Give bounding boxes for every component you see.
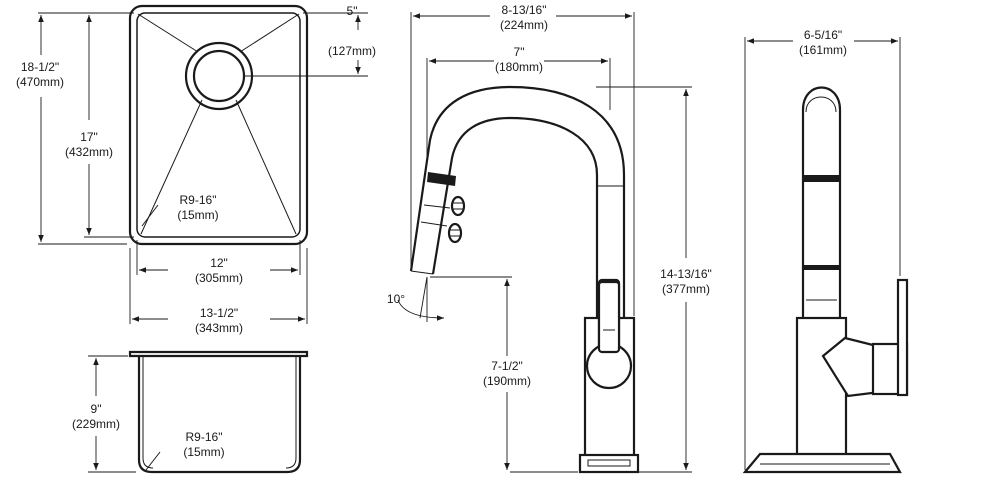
- drain-offset-in: 5": [347, 4, 358, 18]
- front-body: [795, 316, 848, 465]
- overall-height-mm: (377mm): [662, 282, 710, 296]
- spray-angle: 10°: [387, 292, 405, 306]
- overall-width-mm: (343mm): [195, 321, 243, 335]
- sink-depth-mm: (229mm): [72, 417, 120, 431]
- drain-offset-mm: (127mm): [328, 44, 376, 58]
- overall-reach-mm: (224mm): [500, 18, 548, 32]
- side-corner-radius-mm: (15mm): [183, 445, 224, 459]
- sink-top-view: 18-1/2" (470mm) 17" (432mm) 5" (127mm) R…: [16, 4, 376, 335]
- base-width-in: 6-5/16": [804, 28, 842, 42]
- spout-reach-in: 7": [514, 45, 525, 59]
- base-width-mm: (161mm): [799, 43, 847, 57]
- sink-side-view: 9" (229mm) R9-16" (15mm): [72, 350, 309, 474]
- front-spout: [801, 86, 842, 318]
- sink-bowl-profile: [137, 356, 302, 474]
- overall-length-in: 18-1/2": [21, 60, 59, 74]
- corner-radius-mm: (15mm): [177, 208, 218, 222]
- sink-outer-rim: [128, 4, 309, 246]
- overall-length-mm: (470mm): [16, 75, 64, 89]
- faucet-spout: [409, 85, 626, 472]
- bowl-width-mm: (305mm): [195, 271, 243, 285]
- spout-reach-mm: (180mm): [495, 60, 543, 74]
- side-corner-radius-in: R9-16": [186, 430, 223, 444]
- overall-height-in: 14-13/16": [660, 267, 712, 281]
- overall-width-in: 13-1/2": [200, 306, 238, 320]
- overall-reach-in: 8-13/16": [502, 3, 547, 17]
- sink-bowl-edge: [136, 12, 301, 238]
- bowl-length-mm: (432mm): [65, 145, 113, 159]
- faucet-side-view: 8-13/16" (224mm) 7" (180mm) 14-13/16" (3…: [387, 3, 712, 474]
- drain-opening: [192, 49, 246, 103]
- faucet-front-view: 6-5/16" (161mm): [742, 28, 909, 474]
- bowl-length-in: 17": [80, 130, 98, 144]
- corner-radius-in: R9-16": [180, 193, 217, 207]
- sink-flange: [128, 350, 309, 358]
- bowl-width-in: 12": [210, 256, 228, 270]
- spout-clearance-mm: (190mm): [483, 374, 531, 388]
- sink-depth-in: 9": [91, 402, 102, 416]
- drain-flange: [184, 41, 254, 111]
- spout-clearance-in: 7-1/2": [491, 359, 523, 373]
